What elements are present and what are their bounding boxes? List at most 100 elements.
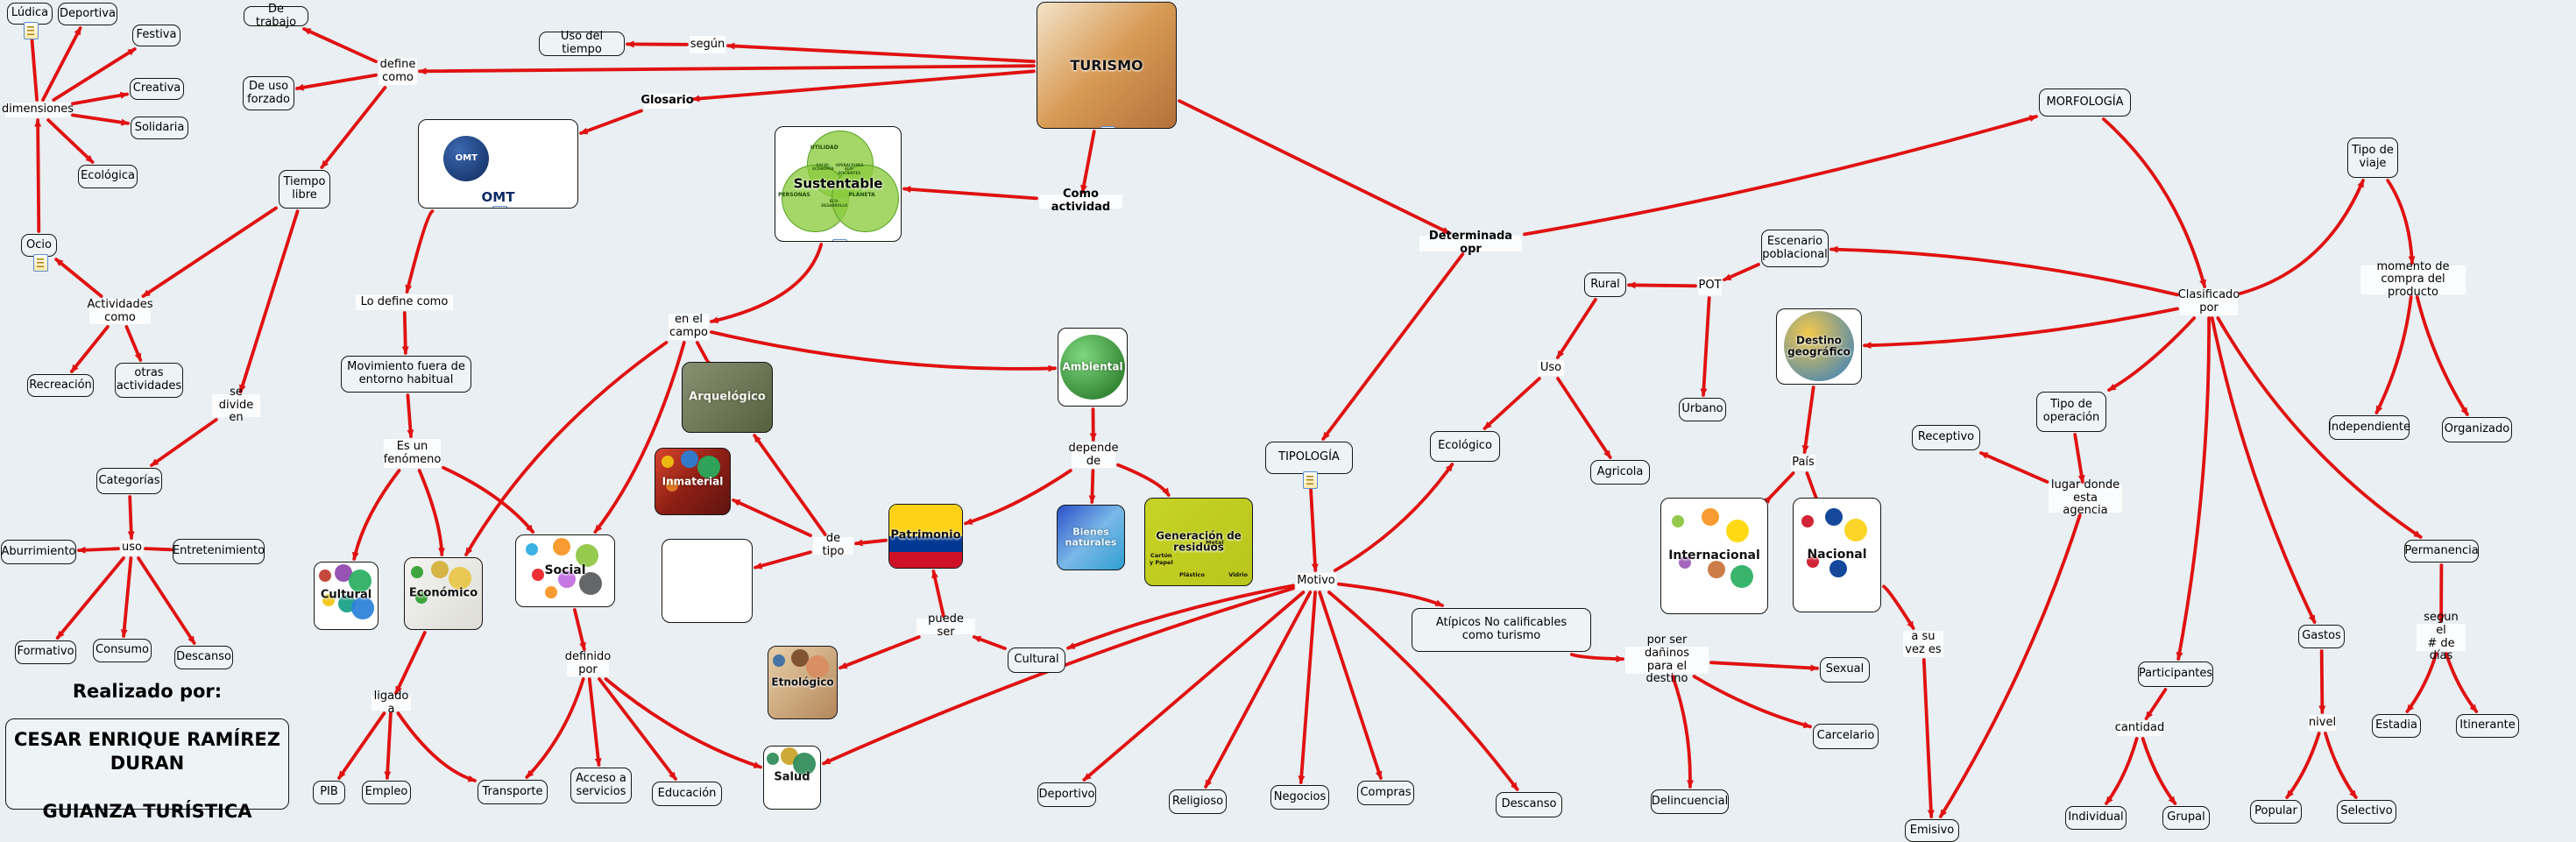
node-uso_label[interactable]: Uso <box>1538 360 1564 376</box>
node-acceso_servicios[interactable]: Acceso a servicios <box>570 768 632 803</box>
node-en_el_campo[interactable]: en el campo <box>669 313 709 340</box>
node-categorias[interactable]: Categorías <box>96 468 162 494</box>
node-aburrimiento[interactable]: Aburrimiento <box>1 540 76 564</box>
node-internacional[interactable]: Internacional <box>1660 498 1768 614</box>
node-rural[interactable]: Rural <box>1584 272 1626 297</box>
node-formativo[interactable]: Formativo <box>15 640 76 664</box>
node-pib[interactable]: PIB <box>313 781 345 804</box>
node-compras[interactable]: Compras <box>1357 781 1414 805</box>
attachment-icon[interactable] <box>1100 126 1115 128</box>
node-movimiento[interactable]: Movimiento fuera de entorno habitual <box>341 356 471 393</box>
node-sexual[interactable]: Sexual <box>1820 657 1870 683</box>
node-consumo[interactable]: Consumo <box>93 639 152 662</box>
node-estadia[interactable]: Estadia <box>2372 714 2421 738</box>
node-nacional[interactable]: Nacional <box>1793 498 1881 612</box>
node-transporte[interactable]: Transporte <box>478 780 548 804</box>
node-organizado[interactable]: Organizado <box>2442 417 2512 442</box>
node-ocio[interactable]: Ocio <box>21 234 57 272</box>
attachment-icon[interactable] <box>832 239 847 241</box>
node-selectivo[interactable]: Selectivo <box>2337 800 2396 824</box>
node-segun[interactable]: según <box>690 36 725 53</box>
node-escenario_poblacional[interactable]: Escenario poblacional <box>1761 230 1829 267</box>
node-descanso_izq[interactable]: Descanso <box>174 646 233 669</box>
node-tipo_de_operacion[interactable]: Tipo de operación <box>2036 392 2106 432</box>
node-salud[interactable]: Salud <box>763 746 821 810</box>
node-destino_geografico[interactable]: Destino geográfico <box>1776 308 1862 385</box>
node-uso_cat[interactable]: uso <box>121 541 143 555</box>
node-otras_actividades[interactable]: otras actividades <box>115 363 183 398</box>
node-definido_por[interactable]: definido por <box>564 650 612 676</box>
node-participantes[interactable]: Participantes <box>2138 662 2213 687</box>
node-tiempo_libre[interactable]: Tiempo libre <box>279 170 330 209</box>
node-cultural_box[interactable]: Cultural <box>1008 647 1065 673</box>
node-deportivo[interactable]: Deportivo <box>1037 782 1096 807</box>
node-entretenimiento[interactable]: Entretenimiento <box>173 539 265 564</box>
node-tipologia[interactable]: TIPOLOGÍA <box>1265 442 1353 489</box>
credit-box[interactable]: Realizado por: CESAR ENRIQUE RAMÍREZ DUR… <box>5 681 289 822</box>
node-motivo[interactable]: Motivo <box>1296 573 1336 590</box>
node-de_trabajo[interactable]: De trabajo <box>244 3 308 28</box>
node-cantidad[interactable]: cantidad <box>2114 721 2165 736</box>
node-ludica[interactable]: Lúdica <box>7 3 53 39</box>
node-inmaterial[interactable]: Inmaterial <box>655 448 731 515</box>
node-morfologia[interactable]: MORFOLOGÍA <box>2039 88 2131 117</box>
node-deportiva[interactable]: Deportiva <box>58 3 117 25</box>
node-como_actividad[interactable]: Como actividad <box>1039 188 1122 214</box>
node-ambiental[interactable]: Ambiental <box>1058 328 1128 407</box>
node-agricola[interactable]: Agricola <box>1590 460 1650 485</box>
node-pot[interactable]: POT <box>1698 277 1722 295</box>
node-arquelogico[interactable]: Arquelógico <box>682 362 773 433</box>
node-festiva[interactable]: Festiva <box>132 25 180 46</box>
node-lo_define_como[interactable]: Lo define como <box>356 294 453 310</box>
node-glosario[interactable]: Glosario <box>640 94 694 109</box>
node-negocios[interactable]: Negocios <box>1270 785 1329 810</box>
attachment-icon[interactable] <box>492 206 507 208</box>
node-patrimonio[interactable]: Patrimonio <box>888 504 963 569</box>
node-clasificado_por[interactable]: Clasificado por <box>2177 288 2240 315</box>
node-solidaria[interactable]: Solidaria <box>131 117 188 139</box>
node-uso_del_tiempo[interactable]: Uso del tiempo <box>539 31 625 56</box>
node-ecologica[interactable]: Ecológica <box>78 165 138 188</box>
attachment-icon[interactable] <box>1303 471 1318 489</box>
node-urbano[interactable]: Urbano <box>1679 398 1726 421</box>
node-carcelario[interactable]: Carcelario <box>1813 724 1879 749</box>
node-cultural_img[interactable]: Cultural <box>314 562 379 630</box>
node-atipicos[interactable]: Atípicos No calificables como turismo <box>1412 608 1591 652</box>
node-ligado_a[interactable]: ligado a <box>372 690 411 715</box>
node-receptivo[interactable]: Receptivo <box>1912 425 1980 450</box>
node-economico[interactable]: Económico <box>404 557 483 630</box>
node-creativa[interactable]: Creativa <box>130 78 184 100</box>
node-gastos[interactable]: Gastos <box>2298 625 2345 648</box>
node-permanencia[interactable]: Permanencia <box>2404 540 2479 563</box>
node-empleo[interactable]: Empleo <box>362 781 411 804</box>
node-depende_de[interactable]: depende de <box>1068 441 1119 468</box>
node-de_tipo[interactable]: de tipo <box>813 533 853 558</box>
node-independiente[interactable]: Independiente <box>2328 415 2410 440</box>
node-se_divide_en[interactable]: se divide en <box>212 386 260 424</box>
node-educacion[interactable]: Educación <box>652 782 722 806</box>
node-puede_ser[interactable]: puede ser <box>916 613 975 639</box>
node-por_ser_daninos[interactable]: por ser dañinos para el destino <box>1625 634 1709 685</box>
node-de_uso_forzado[interactable]: De uso forzado <box>243 76 294 110</box>
node-social[interactable]: Social <box>515 534 615 607</box>
node-bienes_naturales[interactable]: Bienes naturales <box>1057 505 1125 570</box>
node-a_su_vez_es[interactable]: a su vez es <box>1903 631 1943 657</box>
node-actividades_como[interactable]: Actividades como <box>87 297 153 324</box>
node-turismo[interactable]: TURISMO <box>1037 2 1177 129</box>
node-recreacion[interactable]: Recreación <box>27 374 94 397</box>
node-tipo_de_viaje[interactable]: Tipo de viaje <box>2347 138 2398 178</box>
node-descanso_der[interactable]: Descanso <box>1496 792 1562 817</box>
node-itinerante[interactable]: Itinerante <box>2456 714 2519 738</box>
node-es_un_fenomeno[interactable]: Es un fenómeno <box>384 439 441 468</box>
node-religioso[interactable]: Religioso <box>1169 789 1227 814</box>
node-segun_dias[interactable]: segun el # de días <box>2417 612 2466 662</box>
node-lugar_donde[interactable]: lugar donde esta agencia <box>2049 478 2122 517</box>
node-nivel[interactable]: nivel <box>2309 715 2336 731</box>
node-ecologico[interactable]: Ecológico <box>1430 431 1500 462</box>
node-dimensiones[interactable]: dimensiones <box>1 103 74 117</box>
node-popular[interactable]: Popular <box>2250 800 2302 824</box>
attachment-icon[interactable] <box>24 22 39 39</box>
